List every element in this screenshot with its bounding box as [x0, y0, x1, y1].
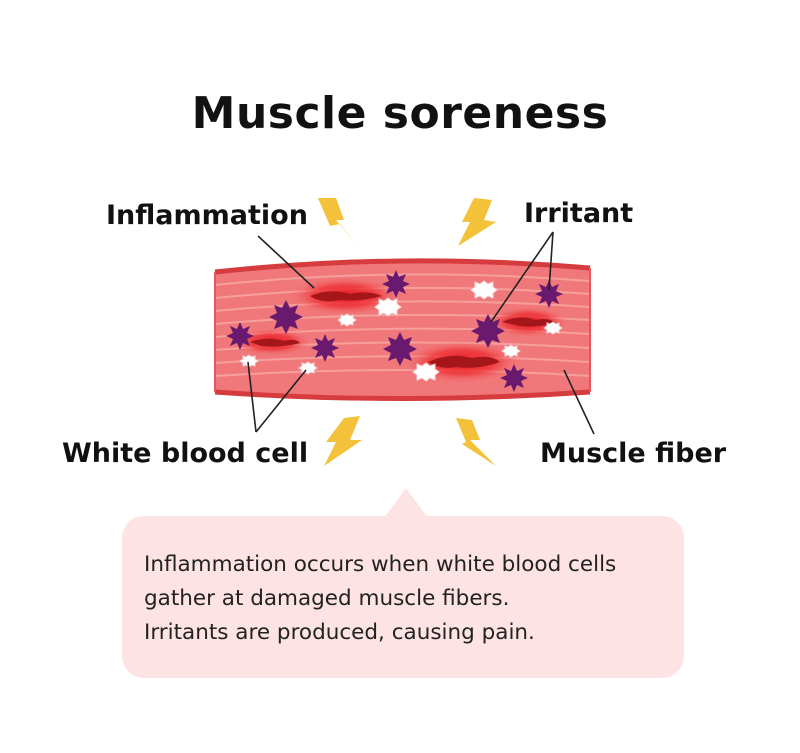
white-blood-cells	[239, 280, 563, 382]
label-muscle-fiber: Muscle fiber	[540, 438, 727, 469]
white-blood-cell-icon	[543, 321, 563, 335]
white-blood-cell-icon	[501, 344, 521, 358]
irritants	[226, 270, 563, 392]
irritant-particle-icon	[382, 270, 410, 298]
irritant-particle-icon	[269, 300, 303, 334]
label-irritant: Irritant	[524, 198, 634, 229]
label-inflammation: Inflammation	[106, 200, 308, 231]
lightning-bolt-icon	[458, 198, 496, 246]
irritant-particle-icon	[535, 280, 563, 308]
irritant-particle-icon	[383, 332, 417, 366]
irritant-particle-icon	[500, 364, 528, 392]
bubble-pointer	[384, 488, 428, 518]
irritant-particle-icon	[471, 314, 505, 348]
white-blood-cell-icon	[298, 361, 318, 375]
inflammation-sites	[232, 276, 570, 384]
explanation-line: gather at damaged muscle fibers.	[144, 586, 510, 611]
white-blood-cell-icon	[337, 313, 357, 327]
white-blood-cell-icon	[470, 280, 498, 300]
white-blood-cell-icon	[374, 297, 402, 317]
lightning-bolt-icon	[318, 198, 358, 246]
lightning-bolt-icon	[456, 418, 496, 466]
page-title: Muscle soreness	[191, 88, 609, 139]
lightning-bolt-icon	[324, 416, 362, 466]
irritant-particle-icon	[226, 322, 254, 350]
explanation-line: Inflammation occurs when white blood cel…	[144, 552, 617, 577]
explanation-text: Inflammation occurs when white blood cel…	[144, 548, 616, 650]
label-white-blood-cell: White blood cell	[62, 438, 309, 469]
irritant-particle-icon	[311, 334, 339, 362]
pain-bolts	[318, 198, 496, 466]
explanation-line: Irritants are produced, causing pain.	[144, 620, 535, 645]
leader-lines	[247, 231, 595, 435]
explanation-bubble: Inflammation occurs when white blood cel…	[122, 516, 684, 678]
white-blood-cell-icon	[412, 362, 440, 382]
